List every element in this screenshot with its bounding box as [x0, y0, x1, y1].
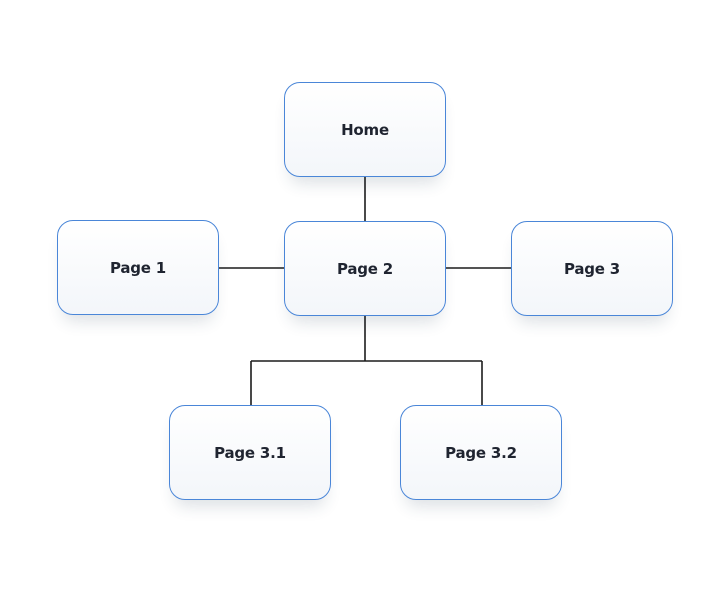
node-page-2-label: Page 2 [336, 259, 394, 278]
node-home-label: Home [341, 120, 389, 139]
node-page-3-1[interactable]: Page 3.1 [169, 405, 331, 500]
node-page-3-2-label: Page 3.2 [445, 443, 517, 462]
node-page-3-label: Page 3 [563, 259, 621, 278]
node-home[interactable]: Home [284, 82, 446, 177]
node-page-1[interactable]: Page 1 [57, 220, 219, 315]
node-page-3-2[interactable]: Page 3.2 [400, 405, 562, 500]
node-page-3[interactable]: Page 3 [511, 221, 673, 316]
node-page-3-1-label: Page 3.1 [214, 443, 286, 462]
node-page-1-label: Page 1 [109, 258, 167, 277]
node-page-2[interactable]: Page 2 [284, 221, 446, 316]
